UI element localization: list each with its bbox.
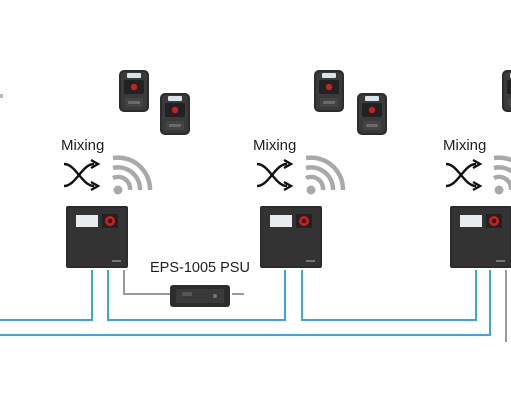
node-group-1: Mixing bbox=[61, 70, 190, 268]
cables bbox=[0, 270, 507, 342]
mixing-label: Mixing bbox=[253, 137, 296, 154]
base-station-icon bbox=[66, 206, 128, 268]
node-group-2: Mixing bbox=[253, 70, 387, 268]
mixing-label: Mixing bbox=[61, 137, 104, 154]
beltpack-icon bbox=[314, 70, 344, 112]
network-line-2 bbox=[0, 270, 491, 336]
psu-icon bbox=[170, 285, 230, 307]
beltpack-icon bbox=[502, 70, 511, 112]
mixing-icon bbox=[444, 158, 482, 192]
power-cable bbox=[123, 270, 175, 295]
mixing-icon bbox=[255, 158, 293, 192]
edge-fragment bbox=[0, 94, 3, 98]
wireless-icon bbox=[113, 158, 150, 195]
beltpack-icon bbox=[160, 93, 190, 135]
wireless-icon bbox=[494, 158, 511, 195]
network-line-4 bbox=[301, 270, 477, 321]
mixing-icon bbox=[62, 158, 100, 192]
wireless-icon bbox=[306, 158, 343, 195]
psu-unit: EPS-1005 PSU bbox=[150, 260, 250, 307]
beltpack-icon bbox=[119, 70, 149, 112]
network-line-3 bbox=[107, 270, 286, 321]
base-station-icon bbox=[450, 206, 511, 268]
psu-label: EPS-1005 PSU bbox=[150, 260, 250, 276]
base-station-icon bbox=[260, 206, 322, 268]
node-group-3: Mixing bbox=[443, 70, 511, 268]
beltpack-icon bbox=[357, 93, 387, 135]
mixing-label: Mixing bbox=[443, 137, 486, 154]
network-line-1 bbox=[0, 270, 93, 321]
